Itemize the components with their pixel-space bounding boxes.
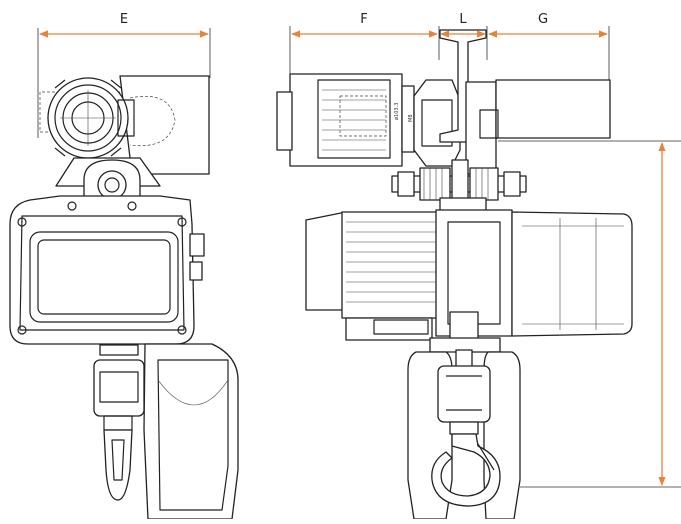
hoist-body-side	[9, 195, 205, 345]
dim-label-l: L	[459, 12, 467, 27]
side-view	[9, 28, 239, 520]
motor-plate-text: ø103.3	[394, 103, 400, 120]
dimension-lines: E F L G	[39, 12, 666, 486]
front-view: ø103.3 M8	[276, 26, 681, 520]
trolley-plate-right	[465, 81, 497, 175]
trolley-motor: ø103.3 M8	[276, 73, 415, 167]
dim-label-e: E	[120, 12, 128, 27]
dim-label-g: G	[538, 12, 548, 27]
trolley-gearbox	[413, 79, 461, 167]
dim-label-f: F	[360, 12, 367, 27]
motor-plate-text-2: M8	[408, 115, 414, 123]
hoist-body-front	[305, 209, 633, 341]
trolley-wheel	[47, 77, 135, 159]
bottom-hook	[431, 349, 501, 507]
trolley-housing	[119, 75, 210, 175]
hook-block-side	[93, 344, 145, 501]
trolley-counterweight	[495, 79, 611, 139]
